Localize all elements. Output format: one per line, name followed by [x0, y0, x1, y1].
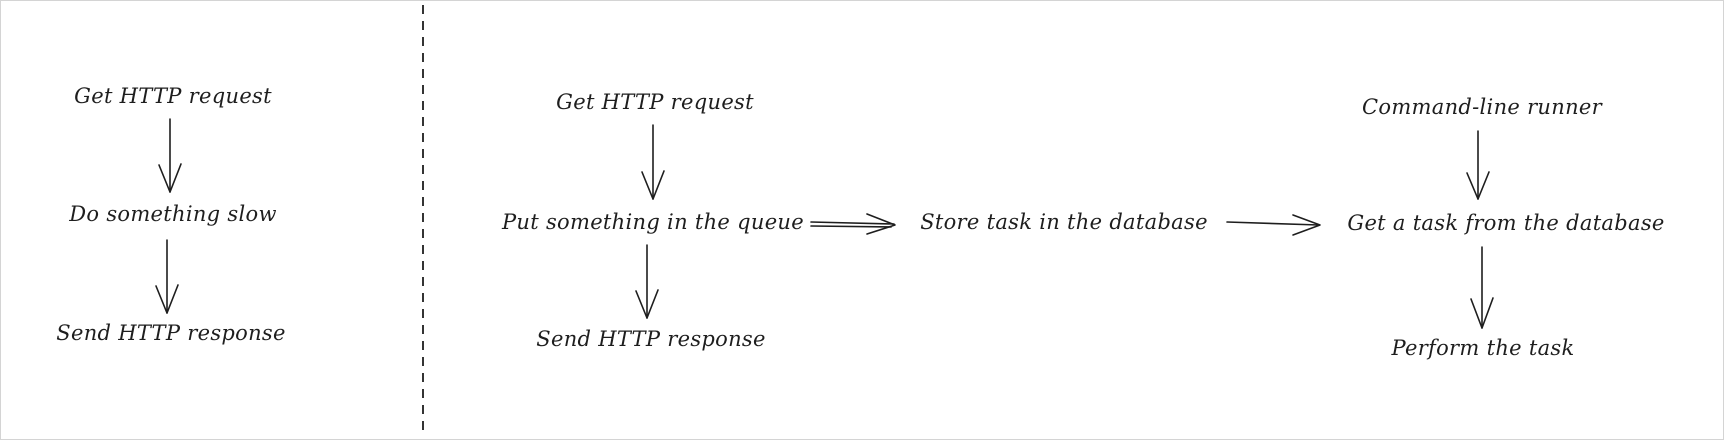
right-arrow-queue-to-store [810, 213, 896, 235]
left-node-send-http-response: Send HTTP response [56, 321, 285, 345]
right-node-store-task-in-database: Store task in the database [920, 210, 1208, 234]
right-node-perform-the-task: Perform the task [1390, 336, 1574, 360]
right-arrow-store-to-get-task [1226, 214, 1321, 236]
right-node-get-http-request: Get HTTP request [556, 90, 754, 114]
right-node-send-http-response: Send HTTP response [536, 327, 765, 351]
right-node-put-something-in-queue: Put something in the queue [501, 210, 804, 234]
right-arrow-queue-to-response [635, 244, 659, 319]
right-arrow-runner-to-get-task [1466, 130, 1490, 200]
right-arrow-request-to-queue [641, 124, 665, 200]
right-arrow-get-task-to-perform [1470, 246, 1494, 329]
left-node-get-http-request: Get HTTP request [74, 84, 272, 108]
right-node-command-line-runner: Command-line runner [1362, 95, 1604, 119]
left-node-do-something-slow: Do something slow [68, 202, 276, 226]
left-arrow-slow-to-response [155, 239, 179, 314]
left-arrow-request-to-slow [158, 118, 182, 193]
right-node-get-task-from-database: Get a task from the database [1347, 211, 1664, 235]
